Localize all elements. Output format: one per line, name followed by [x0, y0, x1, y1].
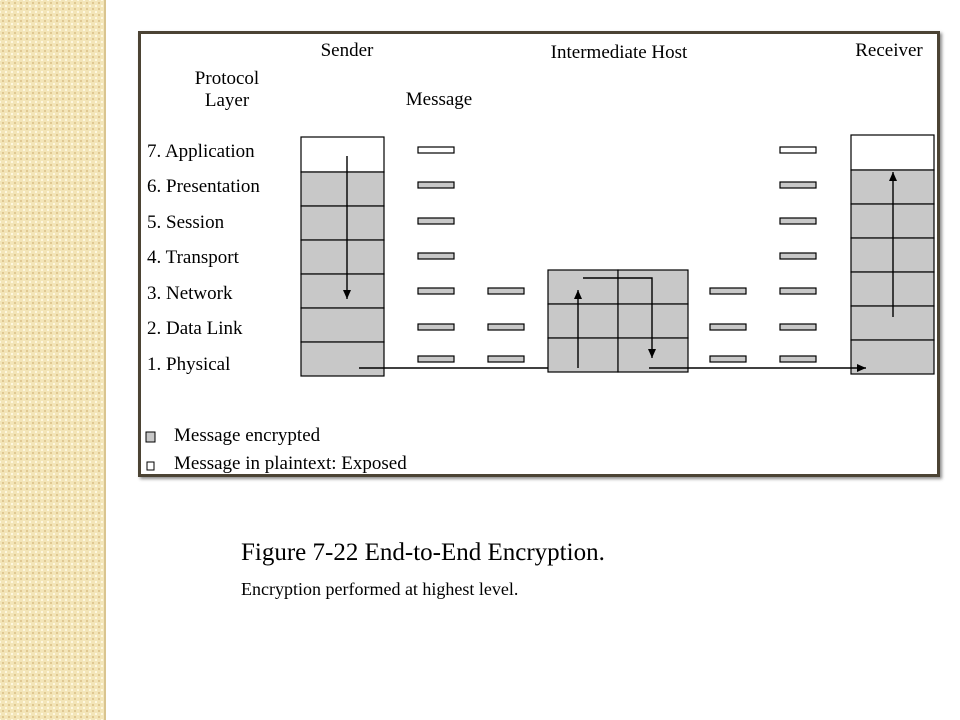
intermediate-host-header: Intermediate Host — [551, 42, 688, 63]
message-indicator-encrypted — [779, 252, 817, 260]
legend-label-plaintext: Message in plaintext: Exposed — [174, 453, 407, 474]
sender-layer-transport — [300, 239, 385, 275]
intermediate-host-stack — [547, 269, 689, 373]
message-header: Message — [406, 89, 472, 110]
message-indicator-encrypted — [417, 217, 455, 225]
layer-label-session: 5. Session — [147, 212, 225, 233]
message-indicator-encrypted — [709, 355, 747, 363]
intermediate-cell — [547, 269, 619, 305]
encryption-diagram: Sender Intermediate Host Receiver Protoc… — [145, 40, 935, 474]
message-indicator-encrypted — [779, 181, 817, 189]
message-indicator-encrypted — [487, 355, 525, 363]
figure-caption-subtitle: Encryption performed at highest level. — [241, 579, 519, 599]
sender-layer-network — [300, 273, 385, 309]
receiver-header: Receiver — [855, 40, 923, 61]
receiver-layer-application — [850, 134, 935, 171]
intermediate-downward-arrow — [583, 277, 656, 358]
protocol-layer-header-line2: Layer — [205, 90, 250, 111]
message-indicator-encrypted — [417, 355, 455, 363]
message-indicator-plaintext — [417, 146, 455, 154]
sender-stack — [300, 136, 385, 377]
sender-layer-session — [300, 205, 385, 241]
intermediate-cell — [617, 303, 689, 339]
layer-label-network: 3. Network — [147, 283, 233, 304]
intermediate-cell — [547, 337, 619, 373]
message-indicator-encrypted — [417, 252, 455, 260]
legend-label-encrypted: Message encrypted — [174, 425, 321, 446]
layer-label-physical: 1. Physical — [147, 354, 230, 375]
message-indicator-encrypted — [417, 287, 455, 295]
legend-swatch-encrypted — [145, 431, 156, 443]
message-indicator-encrypted — [709, 323, 747, 331]
message-indicator-encrypted — [779, 287, 817, 295]
sender-layer-physical — [300, 341, 385, 377]
data-flow-arrows — [343, 156, 897, 372]
message-indicator-encrypted — [779, 217, 817, 225]
layer-label-application: 7. Application — [147, 141, 255, 162]
message-indicator-encrypted — [779, 355, 817, 363]
message-indicator-encrypted — [417, 323, 455, 331]
message-indicator-encrypted — [709, 287, 747, 295]
sender-layer-data-link — [300, 307, 385, 343]
message-indicator-encrypted — [487, 287, 525, 295]
sender-header: Sender — [321, 40, 374, 61]
message-indicator-plaintext — [779, 146, 817, 154]
figure-caption-title: Figure 7-22 End-to-End Encryption. — [241, 539, 605, 566]
decorative-side-strip — [0, 0, 106, 720]
message-indicators — [417, 146, 817, 363]
sender-layer-presentation — [300, 171, 385, 207]
intermediate-cell — [617, 337, 689, 373]
sender-layer-application — [300, 136, 385, 173]
protocol-layer-header-line1: Protocol — [195, 68, 259, 89]
intermediate-cell — [617, 269, 689, 305]
intermediate-cell — [547, 303, 619, 339]
legend-swatch-plaintext — [146, 461, 155, 471]
legend: Message encrypted Message in plaintext: … — [145, 425, 407, 474]
message-indicator-encrypted — [487, 323, 525, 331]
receiver-layer-physical — [850, 339, 935, 375]
message-indicator-encrypted — [779, 323, 817, 331]
layer-label-presentation: 6. Presentation — [147, 176, 260, 197]
figure-frame: Sender Intermediate Host Receiver Protoc… — [138, 31, 940, 477]
layer-label-transport: 4. Transport — [147, 247, 240, 268]
message-indicator-encrypted — [417, 181, 455, 189]
layer-label-data-link: 2. Data Link — [147, 318, 243, 339]
